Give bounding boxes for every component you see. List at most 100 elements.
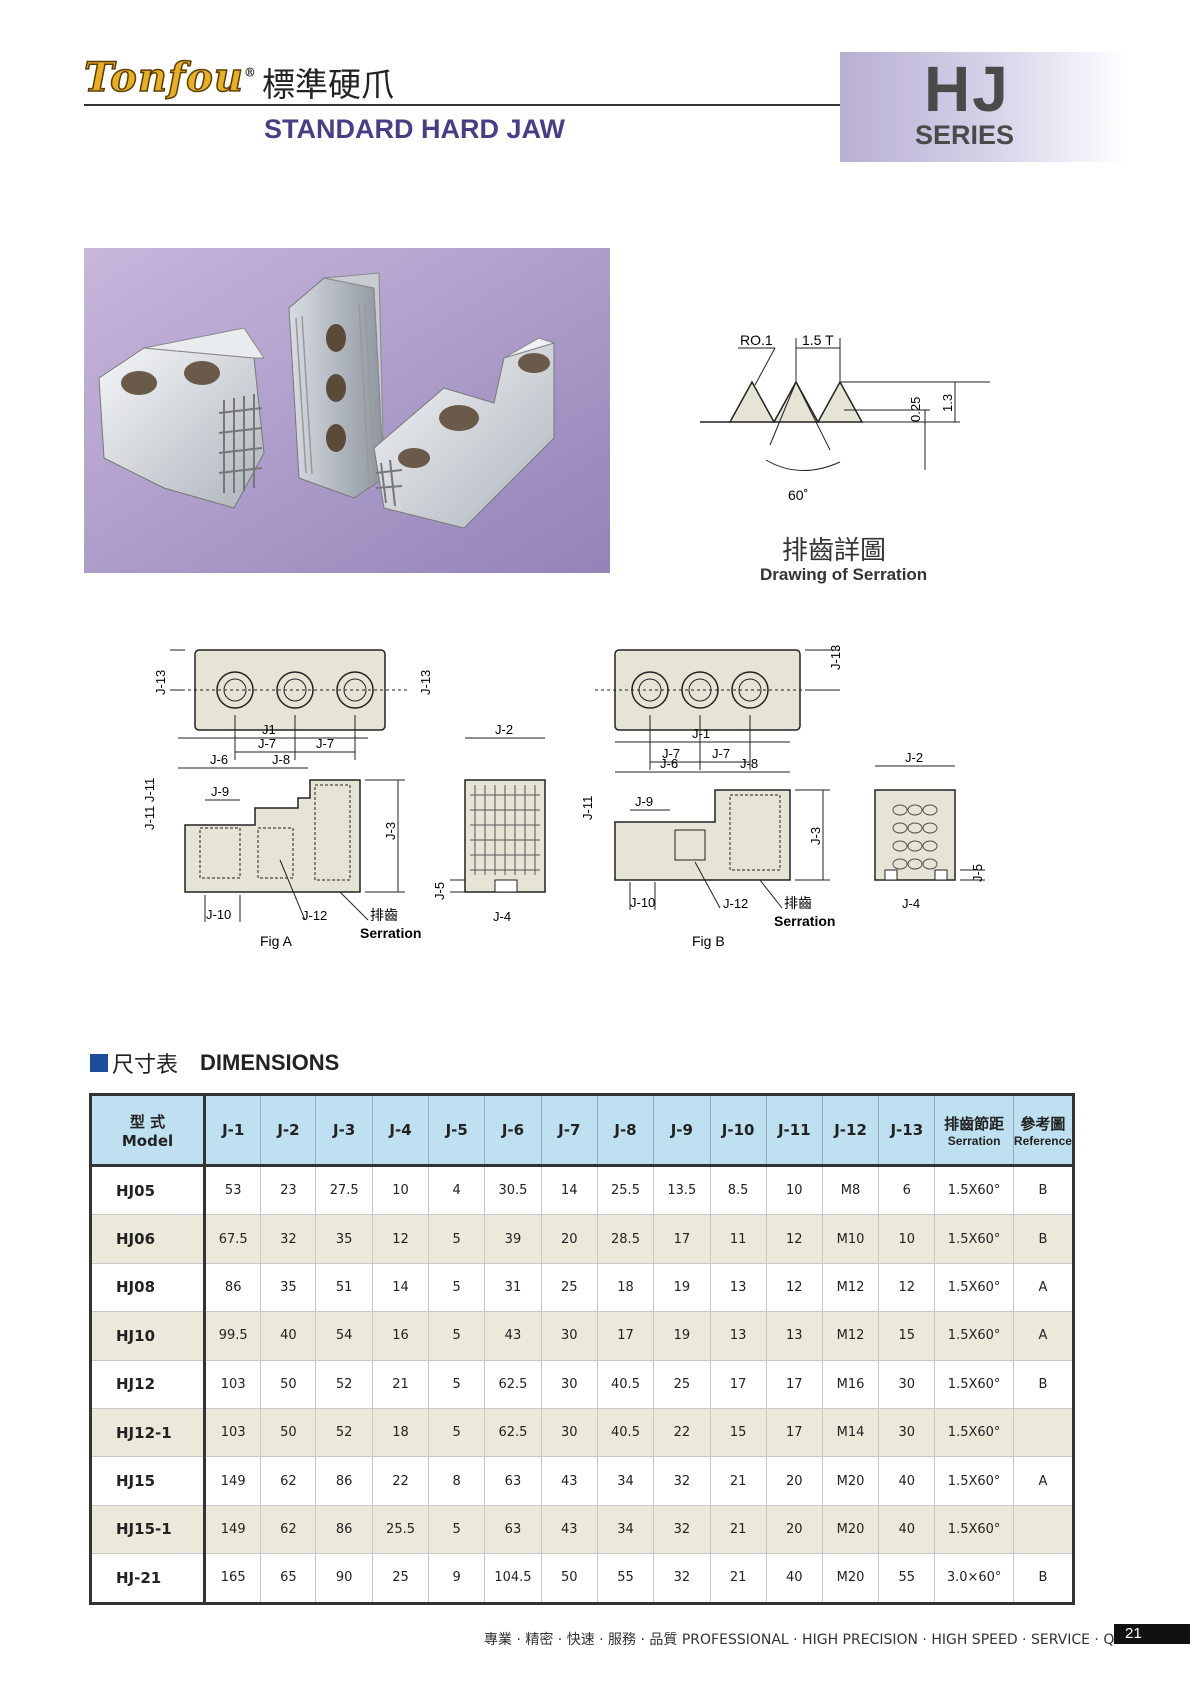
- column-header-j7: J-7: [541, 1094, 598, 1167]
- table-cell: 39: [484, 1214, 542, 1264]
- table-cell: 17: [710, 1360, 767, 1409]
- table-cell: 32: [653, 1456, 711, 1506]
- fig-a-j2: J-2: [495, 722, 513, 737]
- table-cell: 20: [766, 1505, 823, 1555]
- table-cell: 34: [597, 1505, 655, 1555]
- table-cell: 30.5: [484, 1165, 542, 1216]
- fig-a-j3: J-3: [383, 822, 398, 840]
- table-cell: 1.5X60°: [934, 1214, 1014, 1264]
- table-cell: 67.5: [204, 1214, 262, 1264]
- fig-b-j4: J-4: [902, 896, 920, 911]
- table-cell: 149: [204, 1505, 262, 1555]
- fig-a-caption: Fig A: [260, 933, 293, 949]
- table-cell: 18: [372, 1408, 430, 1458]
- table-cell: 165: [204, 1553, 262, 1604]
- fig-a-j11: J-11 J-11: [142, 778, 157, 830]
- table-cell: 22: [372, 1456, 430, 1506]
- table-cell: 62.5: [484, 1408, 542, 1458]
- table-cell: 5: [428, 1505, 486, 1555]
- table-cell: 25: [541, 1263, 598, 1313]
- table-cell: B: [1013, 1360, 1075, 1409]
- table-cell: M12: [822, 1311, 880, 1361]
- jaw-right-image: [373, 337, 556, 529]
- table-cell: 43: [541, 1456, 598, 1506]
- table-cell: M8: [822, 1165, 880, 1216]
- column-header-j5: J-5: [428, 1094, 486, 1167]
- model-cell: HJ08: [90, 1263, 206, 1313]
- table-cell: 35: [260, 1263, 317, 1313]
- table-cell: 86: [204, 1263, 262, 1313]
- fig-a-j5: J-5: [432, 882, 447, 900]
- table-cell: M14: [822, 1408, 880, 1458]
- table-cell: M12: [822, 1263, 880, 1313]
- table-cell: B: [1013, 1165, 1075, 1216]
- model-cell: HJ10: [90, 1311, 206, 1361]
- fig-a-j6: J-6: [210, 752, 228, 767]
- table-cell: 12: [372, 1214, 430, 1264]
- table-cell: 8: [428, 1456, 486, 1506]
- fig-a-j1: J1: [262, 722, 276, 737]
- table-cell: 6: [878, 1165, 936, 1216]
- column-header-j2: J-2: [260, 1094, 317, 1167]
- fig-b-serration: Serration: [774, 913, 835, 929]
- table-cell: 40.5: [597, 1360, 655, 1409]
- table-cell: 16: [372, 1311, 430, 1361]
- table-cell: 15: [878, 1311, 936, 1361]
- table-cell: 22: [653, 1408, 711, 1458]
- table-cell: 86: [315, 1456, 373, 1506]
- header-rule: [84, 104, 844, 106]
- table-cell: 53: [204, 1165, 262, 1216]
- table-cell: 8.5: [710, 1165, 767, 1216]
- table-cell: [1013, 1408, 1075, 1458]
- table-cell: 55: [878, 1553, 936, 1604]
- table-cell: 52: [315, 1408, 373, 1458]
- model-cell: HJ15: [90, 1456, 206, 1506]
- page-title: STANDARD HARD JAW: [264, 114, 565, 144]
- table-cell: 20: [541, 1214, 598, 1264]
- fig-a-j7-b: J-7: [316, 736, 334, 751]
- fig-b-j7-b: J-7: [712, 746, 730, 761]
- height-large-label: 1.3: [940, 394, 955, 412]
- table-cell: 1.5X60°: [934, 1408, 1014, 1458]
- column-header-j11: J-11: [766, 1094, 823, 1167]
- table-cell: 19: [653, 1263, 711, 1313]
- table-cell: 30: [878, 1408, 936, 1458]
- table-cell: 25: [653, 1360, 711, 1409]
- table-cell: 20: [766, 1456, 823, 1506]
- table-cell: 21: [710, 1456, 767, 1506]
- table-cell: 50: [260, 1360, 317, 1409]
- table-cell: 5: [428, 1263, 486, 1313]
- fig-b-j5: J-5: [970, 864, 985, 882]
- table-cell: 34: [597, 1456, 655, 1506]
- table-cell: 30: [878, 1360, 936, 1409]
- table-cell: 35: [315, 1214, 373, 1264]
- table-cell: 13: [710, 1263, 767, 1313]
- fig-b-serration-cn: 排齒: [784, 895, 812, 911]
- fig-a-j8: J-8: [272, 752, 290, 767]
- fig-a-j13-right: J-13: [418, 670, 433, 695]
- column-header-j10: J-10: [710, 1094, 767, 1167]
- table-cell: 5: [428, 1408, 486, 1458]
- table-cell: 62: [260, 1456, 317, 1506]
- table-cell: 40: [878, 1456, 936, 1506]
- table-cell: 12: [766, 1263, 823, 1313]
- fig-b-side-view: J-1 J-6 J-8 J-9 J-11 J-3 J-10 J-12 排齒 Se…: [580, 726, 835, 949]
- serration-caption: Drawing of Serration: [760, 565, 928, 584]
- fig-b-j11: J-11: [580, 796, 595, 820]
- jaw-middle-image: [288, 272, 385, 499]
- table-cell: 90: [315, 1553, 373, 1604]
- fig-b-j10: J-10: [630, 895, 655, 910]
- fig-a-j13-left: J-13: [153, 670, 168, 695]
- table-cell: 1.5X60°: [934, 1505, 1014, 1555]
- fig-a-j10: J-10: [206, 907, 231, 922]
- table-cell: 5: [428, 1214, 486, 1264]
- model-cell: HJ-21: [90, 1553, 206, 1604]
- dimensions-heading-chinese: 尺寸表: [112, 1053, 179, 1078]
